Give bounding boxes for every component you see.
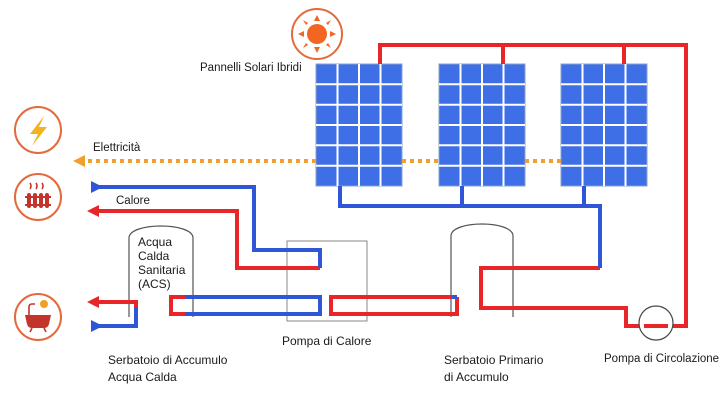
cold-water-input-arrow <box>91 320 103 332</box>
acs-cold-loop <box>185 295 322 316</box>
solar-cold-supply-pipe <box>338 186 602 268</box>
cold-pipes <box>98 185 602 328</box>
primary-tank-hot-pipe <box>479 266 644 328</box>
solar-panel-2 <box>438 63 526 187</box>
storage-tank-acs <box>128 225 194 317</box>
solar-panel-3 <box>560 63 648 187</box>
solar-panel-1 <box>315 63 403 187</box>
heat-return-arrow <box>91 181 103 193</box>
solar-hot-return-pipe <box>378 43 688 328</box>
acs-label-line2: Calda <box>138 249 170 263</box>
heat-pump-box <box>286 240 368 322</box>
primary-storage-tank <box>450 223 514 317</box>
primary-tank-label-line2: di Accumulo <box>444 370 509 384</box>
lightning-icon <box>14 106 62 154</box>
heat-pump-hot-loop <box>329 295 459 316</box>
electricity-line <box>73 155 561 167</box>
heat-output-arrow <box>87 205 99 217</box>
bathtub-icon <box>14 293 62 341</box>
sun-icon <box>291 8 343 60</box>
electricity-arrow-head <box>73 155 85 167</box>
solar-panels-label: Pannelli Solari Ibridi <box>200 62 302 74</box>
storage-tank-label-line1: Serbatoio di Accumulo <box>108 353 228 367</box>
circulation-pump-icon <box>638 305 674 341</box>
heat-label: Calore <box>116 195 150 207</box>
electricity-label: Elettricità <box>93 142 141 154</box>
cold-water-input-pipe <box>98 307 138 328</box>
acs-label-line3: Sanitaria <box>138 263 186 277</box>
acs-label-line4: (ACS) <box>138 277 171 291</box>
storage-tank-label-line2: Acqua Calda <box>108 370 177 384</box>
circulation-pump-label: Pompa di Circolazione <box>604 353 719 365</box>
radiator-icon <box>14 173 62 221</box>
hot-water-output-arrow <box>87 296 99 308</box>
hot-water-output-pipe <box>98 300 138 307</box>
heat-pump-label: Pompa di Calore <box>282 334 372 348</box>
acs-label-line1: Acqua <box>138 235 172 249</box>
heat-output-hot-pipe <box>98 209 320 270</box>
primary-tank-label-line1: Serbatoio Primario <box>444 353 544 367</box>
heat-return-cold-pipe <box>98 185 322 268</box>
